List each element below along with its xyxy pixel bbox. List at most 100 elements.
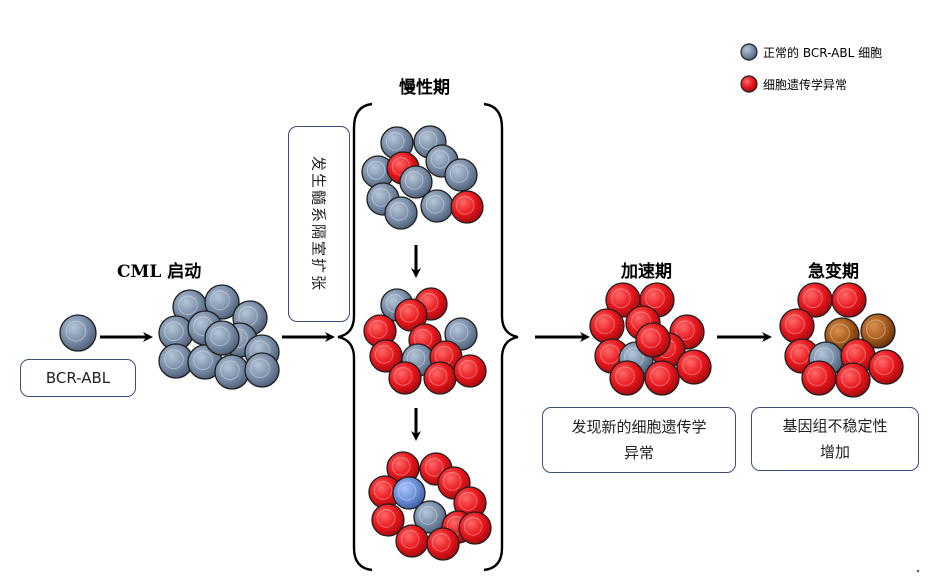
bcr-abl-box: BCR-ABL <box>20 359 136 397</box>
abnormal-cell <box>779 308 815 344</box>
abnormal-cell <box>801 360 837 396</box>
abnormal-cell <box>831 282 867 318</box>
cell-highlight <box>164 321 184 342</box>
accelerated-box-line2: 异常 <box>623 444 654 462</box>
cell-highlight <box>830 323 850 344</box>
cell-highlight <box>431 533 451 552</box>
normal-cell <box>204 284 240 320</box>
cell-highlight <box>391 457 411 476</box>
cell-highlight <box>389 202 409 221</box>
cell-highlight <box>404 171 424 190</box>
brown-cell <box>860 313 896 349</box>
cell-highlight <box>675 320 695 341</box>
cell-highlight <box>807 366 827 387</box>
cell-highlight <box>841 368 861 389</box>
cell-highlight <box>785 314 805 335</box>
corner-dot <box>916 569 920 573</box>
cell-highlight <box>376 509 396 528</box>
cell-highlight <box>682 355 702 376</box>
cell-highlight <box>65 320 87 342</box>
cell-highlight <box>837 288 857 309</box>
cml-initiation-cluster <box>158 284 280 390</box>
right-brace <box>483 102 519 572</box>
cell-highlight <box>615 366 635 387</box>
abnormal-cell <box>835 362 871 398</box>
cell-highlight <box>449 164 469 183</box>
left-brace <box>337 102 373 572</box>
blast-title: 急变期 <box>808 262 859 282</box>
cell-highlight <box>368 320 388 339</box>
legend-normal-label: 正常的 BCR-ABL 细胞 <box>763 46 883 60</box>
legend-abnormal-dot <box>740 75 758 93</box>
abnormal-cell <box>453 354 487 388</box>
bcr-abl-label: BCR-ABL <box>45 369 111 387</box>
cell-highlight <box>385 132 405 151</box>
normal-cell <box>420 189 454 223</box>
accelerated-box-line1: 发现新的细胞遗传学 <box>571 418 707 436</box>
blast-box: 基因组不稳定性 增加 <box>751 407 919 471</box>
abnormal-cell <box>644 360 680 396</box>
normal-cell <box>204 320 240 356</box>
abnormal-cell <box>609 360 645 396</box>
chronic-title: 慢性期 <box>399 78 450 98</box>
cell-highlight <box>164 349 184 370</box>
normal-cell <box>384 196 418 230</box>
cell-highlight <box>220 360 240 381</box>
cell-highlight <box>193 350 213 371</box>
cell-highlight <box>463 517 483 536</box>
cell-highlight <box>178 295 198 316</box>
initiation-title: CML 启动 <box>117 262 202 282</box>
cell-highlight <box>455 196 475 215</box>
cell-highlight <box>458 360 478 379</box>
cell-highlight <box>442 472 462 491</box>
normal-cell <box>244 352 280 388</box>
accelerated-cluster <box>589 282 712 396</box>
cell-highlight <box>374 345 394 364</box>
cell-highlight <box>250 358 270 379</box>
cell-highlight <box>393 367 413 386</box>
abnormal-cell <box>868 349 904 385</box>
chronic-cluster-1 <box>361 125 484 230</box>
cell-highlight <box>373 481 393 500</box>
legend-normal-dot <box>740 43 758 61</box>
normal-cell <box>399 165 433 199</box>
abnormal-cell <box>426 527 460 561</box>
cell-highlight <box>425 195 445 214</box>
cell-highlight <box>641 328 661 349</box>
cell-highlight <box>210 290 230 311</box>
legend-abnormal-label: 细胞遗传学异常 <box>763 78 848 92</box>
cell-highlight <box>595 314 615 335</box>
cell-highlight <box>611 288 631 309</box>
chronic-cluster-3 <box>368 451 492 561</box>
cell-highlight <box>650 366 670 387</box>
bcr-abl-cell <box>59 314 97 352</box>
abnormal-cell <box>676 349 712 385</box>
expansion-label: 发生髓系隔室扩张 <box>309 155 328 293</box>
abnormal-cell <box>423 361 457 395</box>
blast-box-line1: 基因组不稳定性 <box>782 417 888 435</box>
cell-highlight <box>866 319 886 340</box>
cell-highlight <box>418 131 438 150</box>
cell-highlight <box>210 326 230 347</box>
abnormal-cell <box>395 524 429 558</box>
cell-highlight <box>803 288 823 309</box>
blast-box-line2: 增加 <box>819 443 850 461</box>
abnormal-cell <box>388 361 422 395</box>
blast-cluster <box>779 282 904 398</box>
cell-highlight <box>371 188 391 207</box>
abnormal-cell <box>450 190 484 224</box>
cell-highlight <box>874 355 894 376</box>
cell-highlight <box>428 367 448 386</box>
cell-highlight <box>418 506 438 525</box>
cell-highlight <box>449 323 469 342</box>
accelerated-title: 加速期 <box>621 262 672 282</box>
abnormal-cell <box>458 511 492 545</box>
cell-highlight <box>397 482 417 501</box>
cell-highlight <box>430 150 450 169</box>
cell-highlight <box>399 304 419 323</box>
normal-cell <box>59 314 97 352</box>
expansion-box: 发生髓系隔室扩张 <box>288 126 350 322</box>
abnormal-cell <box>635 322 671 358</box>
chronic-cluster-2 <box>363 287 487 395</box>
